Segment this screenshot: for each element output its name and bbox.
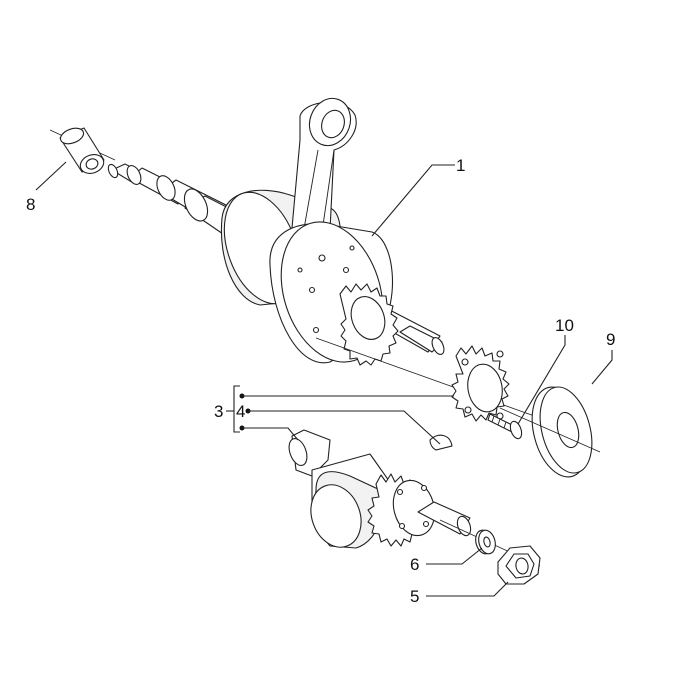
leader-9	[591, 350, 613, 385]
crankshaft-assembly	[49, 97, 541, 419]
callout-8: 8	[26, 195, 35, 214]
callout-4: 4	[236, 402, 245, 421]
leader-5	[426, 581, 509, 597]
leader-8	[35, 161, 67, 191]
leader-10	[517, 335, 566, 425]
callout-3: 3	[214, 402, 223, 421]
washer	[475, 529, 496, 555]
leader-6	[426, 547, 483, 565]
callout-10: 10	[555, 316, 574, 335]
thrust-washer	[499, 386, 601, 478]
crankshaft-sprocket	[339, 283, 399, 366]
leader-1	[371, 164, 455, 237]
callout-5: 5	[410, 587, 419, 606]
callout-1: 1	[456, 156, 465, 175]
callout-9: 9	[606, 330, 615, 349]
callouts: 1 8 10 9 3 4 6 5	[26, 156, 615, 606]
balance-shaft-sprocket	[367, 473, 436, 547]
bearing-sleeve	[59, 127, 105, 174]
timing-sprocket	[451, 345, 510, 422]
leader-4	[248, 410, 441, 445]
hex-nut	[497, 545, 541, 585]
screw	[487, 413, 523, 440]
connecting-rod	[289, 97, 357, 251]
leader-3-bottom	[242, 427, 299, 441]
callout-6: 6	[410, 555, 419, 574]
woodruff-key	[429, 434, 453, 451]
bracket-3	[233, 385, 240, 433]
